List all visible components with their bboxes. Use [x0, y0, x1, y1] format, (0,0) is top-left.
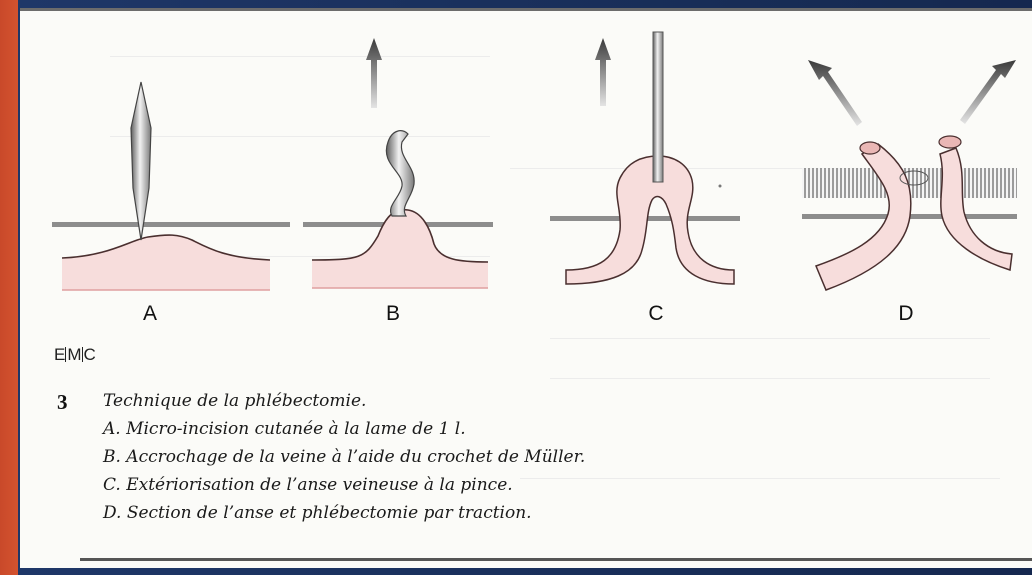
- panel-label-c: C: [636, 302, 676, 326]
- caption-item-d: D. Section de l’anse et phlébectomie par…: [103, 503, 532, 523]
- panel-d-drawing: [802, 60, 1017, 290]
- panel-label-a: A: [130, 302, 170, 326]
- panel-label-b: B: [373, 302, 413, 326]
- figure-number: 3: [57, 390, 68, 415]
- traction-arrow-icon: [366, 38, 382, 108]
- skin-surface-line: [52, 222, 290, 227]
- panel-a-drawing: [52, 82, 290, 290]
- traction-arrow-icon: [595, 38, 611, 106]
- muller-hook-icon: [386, 131, 414, 216]
- panel-label-d: D: [886, 302, 926, 326]
- ghost-line: [550, 338, 990, 339]
- panel-c-drawing: [550, 32, 740, 284]
- left-traction-arrow-icon: [808, 60, 862, 126]
- caption-item-b: B. Accrochage de la veine à l’aide du cr…: [103, 447, 585, 467]
- caption-title: Technique de la phlébectomie.: [103, 391, 366, 411]
- left-vein-end: [860, 142, 880, 154]
- right-vein-end: [939, 136, 961, 148]
- panel-b-drawing: [303, 38, 493, 288]
- ghost-line: [550, 378, 990, 379]
- right-vein-stump: [940, 148, 1012, 270]
- caption-item-a: A. Micro-incision cutanée à la lame de 1…: [103, 419, 466, 439]
- vein-body: [62, 235, 270, 290]
- right-traction-arrow-icon: [960, 60, 1016, 124]
- scalpel-blade-icon: [131, 82, 151, 240]
- forceps-icon: [653, 32, 663, 182]
- caption-item-c: C. Extériorisation de l’anse veineuse à …: [103, 475, 513, 495]
- ghost-line: [520, 478, 1000, 479]
- phlebectomy-illustration: [20, 8, 1032, 338]
- dust-speck: [719, 185, 722, 188]
- bottom-rule: [80, 558, 1032, 561]
- vein-body: [312, 210, 488, 288]
